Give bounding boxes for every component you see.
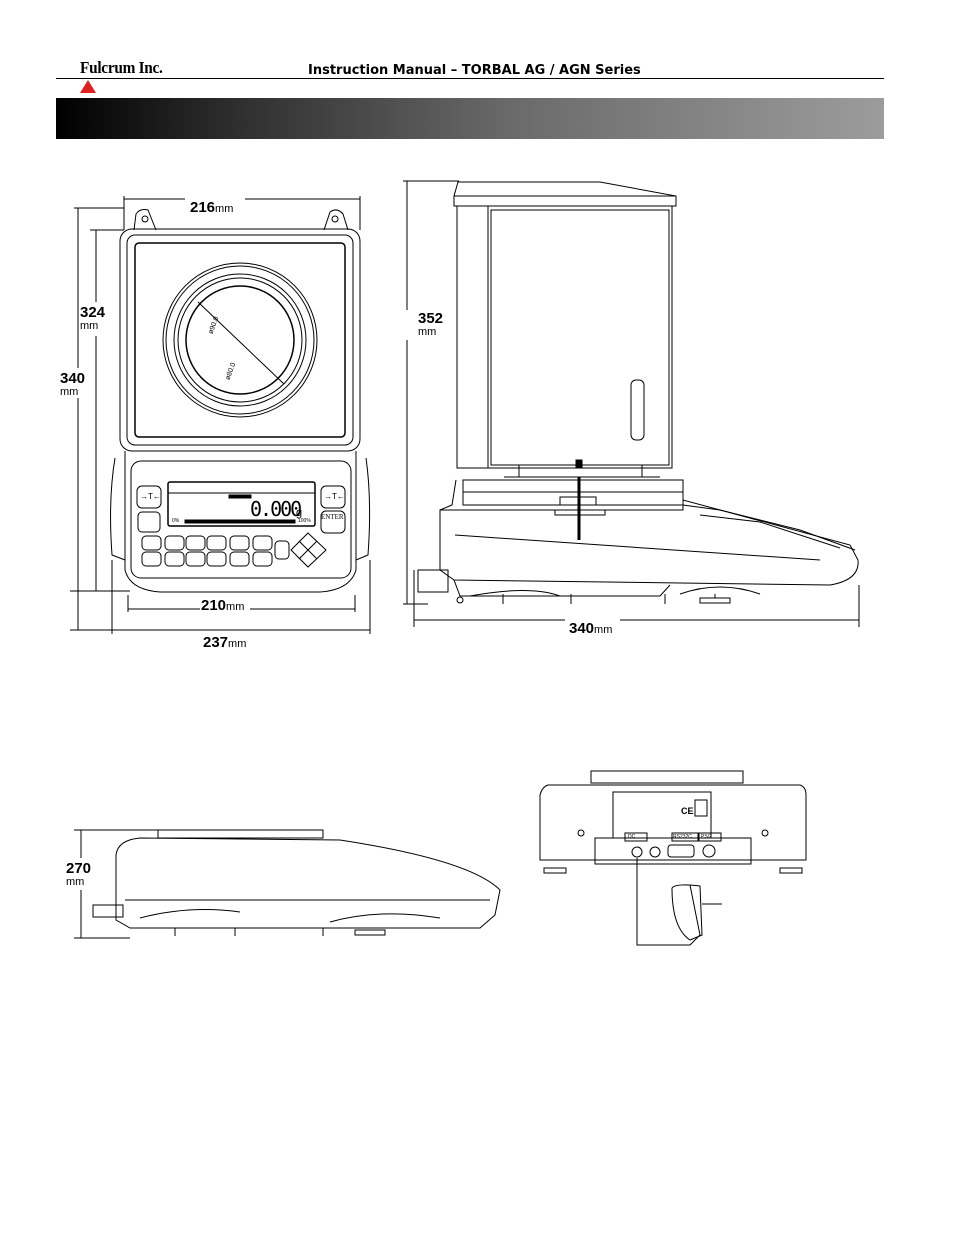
tare-key-left: →T← [140,492,161,501]
tare-key-right: →T← [324,492,345,501]
total-width-label: 237mm [203,635,246,652]
enter-key: ENTER [321,513,344,521]
display-reading: 0.000 [250,497,300,521]
side-view-drawing [403,181,859,627]
bar-max-label: 100% [298,518,311,524]
front-width-label: 216mm [190,200,233,217]
base-width-label: 210mm [201,598,244,615]
port-dc-label: DC [628,834,635,840]
rear-view-drawing [540,771,806,945]
side-depth-label: 340mm [569,621,612,638]
bar-min-label: 0% [172,518,179,524]
low-side-view-drawing [74,830,500,938]
port-rs232-label: RS232C [673,834,692,840]
ce-mark: CE [681,806,694,816]
front-view-drawing [70,196,370,634]
port-ps2-label: PS/2 [701,834,712,840]
